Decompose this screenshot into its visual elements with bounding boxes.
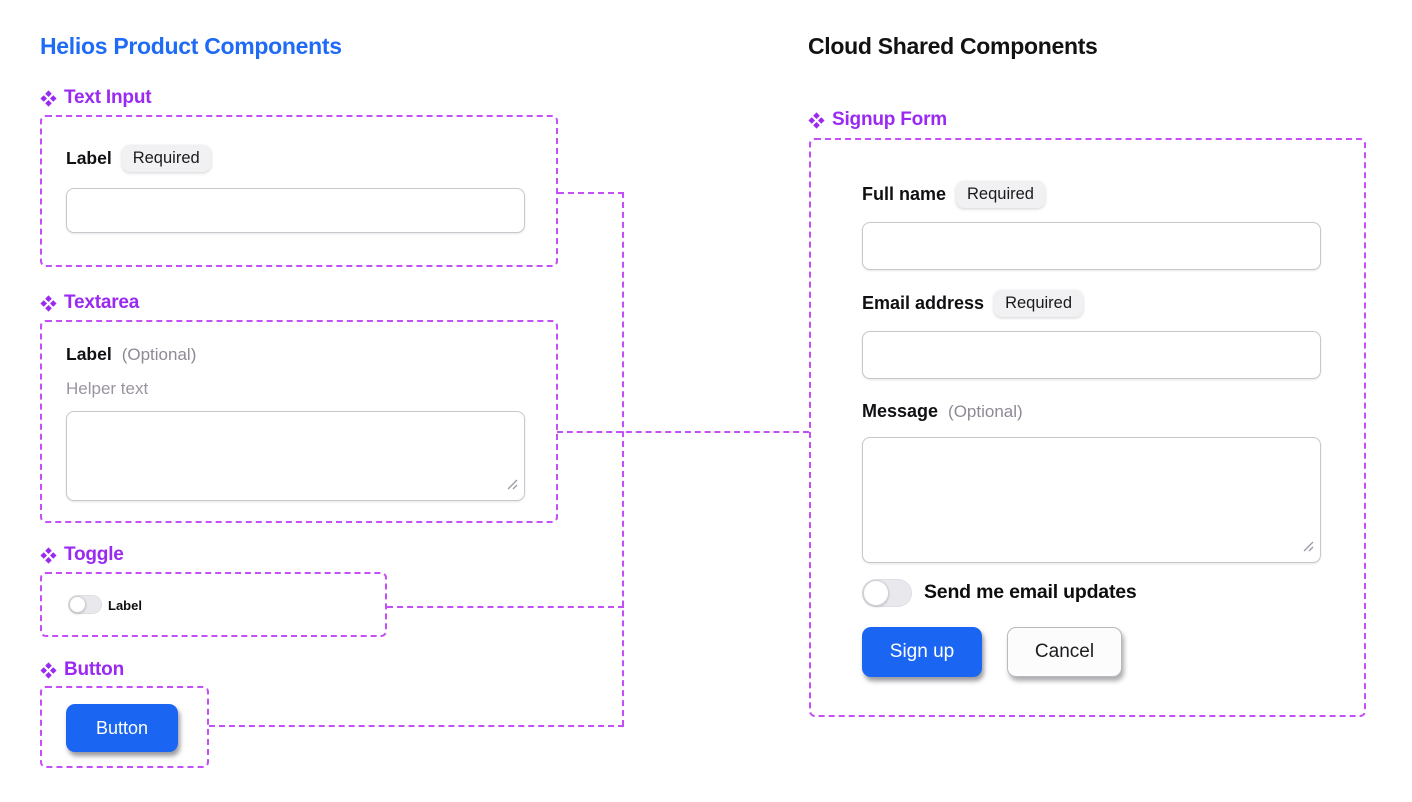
connector-spine [622, 192, 624, 726]
component-frame-button [40, 686, 209, 768]
component-icon [40, 89, 57, 107]
connector-textarea-to-signup [557, 431, 809, 433]
email-label-row: Email address Required [862, 290, 1084, 317]
left-panel-title: Helios Product Components [40, 33, 342, 59]
component-frame-signup-form [809, 138, 1366, 717]
email-updates-toggle[interactable] [862, 579, 912, 607]
section-label-text: Toggle [64, 544, 124, 565]
sign-up-button[interactable]: Sign up [862, 627, 982, 677]
section-label-signup-form: Signup Form [808, 109, 947, 131]
field-label: Label [66, 148, 112, 168]
toggle-knob [69, 596, 86, 613]
email-updates-label: Send me email updates [924, 581, 1137, 603]
optional-suffix: (Optional) [121, 344, 197, 364]
message-textarea-wrapper [862, 437, 1321, 563]
component-icon [40, 661, 57, 679]
required-badge: Required [994, 290, 1084, 317]
right-panel-title: Cloud Shared Components [808, 33, 1098, 59]
message-label-row: Message (Optional) [862, 401, 1023, 422]
component-icon [40, 294, 57, 312]
text-input-label-row: Label Required [66, 145, 211, 172]
section-label-text: Signup Form [832, 109, 947, 130]
section-label-textarea: Textarea [40, 292, 139, 314]
section-label-button: Button [40, 659, 124, 681]
email-input[interactable] [862, 331, 1321, 379]
required-badge: Required [956, 181, 1045, 208]
textarea-field[interactable] [66, 411, 525, 501]
toggle-knob [863, 580, 889, 606]
component-frame-text-input [40, 115, 558, 267]
full-name-label-row: Full name Required [862, 181, 1045, 208]
component-frame-textarea [40, 320, 558, 523]
message-textarea[interactable] [862, 437, 1321, 563]
textarea-label-row: Label (Optional) [66, 344, 196, 365]
section-label-text-input: Text Input [40, 87, 152, 109]
textarea-wrapper [66, 411, 525, 501]
helper-text: Helper text [66, 379, 149, 398]
field-label: Label [66, 344, 112, 364]
field-label: Full name [862, 184, 947, 204]
section-label-text: Button [64, 659, 124, 680]
cancel-button[interactable]: Cancel [1007, 627, 1122, 677]
connector-text-input [558, 192, 624, 194]
field-label: Message [862, 401, 939, 421]
component-frame-toggle [40, 572, 387, 637]
toggle-switch[interactable] [68, 595, 102, 614]
sample-button[interactable]: Button [66, 704, 178, 752]
connector-toggle [387, 606, 624, 608]
toggle-label: Label [108, 598, 142, 613]
field-label: Email address [862, 293, 985, 313]
section-label-text: Textarea [64, 292, 140, 313]
section-label-text: Text Input [64, 87, 152, 108]
text-input-field[interactable] [66, 188, 525, 233]
optional-suffix: (Optional) [948, 401, 1023, 421]
full-name-input[interactable] [862, 222, 1321, 270]
section-label-toggle: Toggle [40, 544, 124, 566]
component-icon [808, 111, 825, 129]
required-badge: Required [121, 145, 211, 172]
connector-button [209, 725, 624, 727]
component-icon [40, 546, 57, 564]
